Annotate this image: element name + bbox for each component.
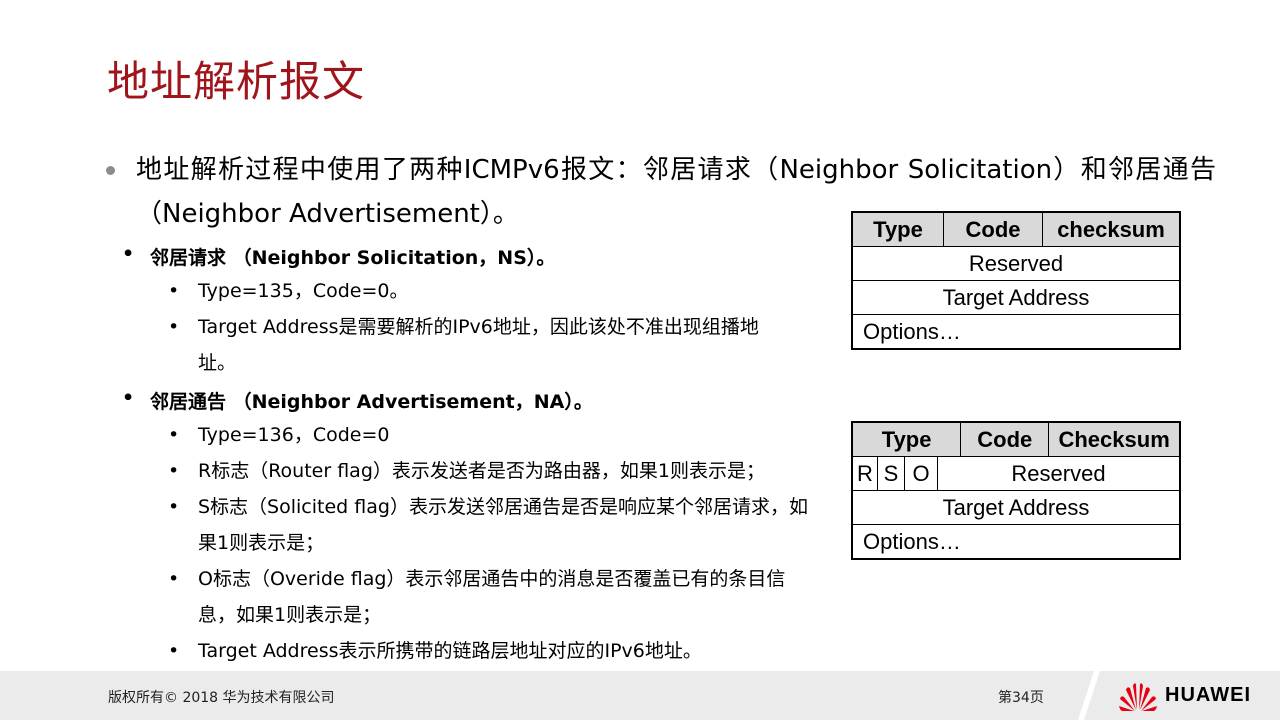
list-item-text: R标志（Router flag）表示发送者是否为路由器，如果1则表示是；: [198, 460, 765, 482]
ns-reserved-field: Reserved: [851, 246, 1181, 281]
na-checksum-field: Checksum: [1048, 421, 1181, 457]
huawei-logo-icon: [1119, 683, 1157, 711]
ns-packet-table: Type Code checksum Reserved Target Addre…: [851, 211, 1181, 350]
na-type-field: Type: [851, 421, 962, 457]
page-title: 地址解析报文: [107, 57, 366, 106]
list-item-text: S标志（Solicited flag）表示发送邻居通告是否是响应某个邻居请求，如…: [198, 496, 808, 554]
bullet-icon: •: [168, 460, 180, 482]
bullet-icon: •: [168, 496, 180, 518]
footer: 版权所有© 2018 华为技术有限公司 第34页 HUAWEI: [0, 671, 1280, 720]
bullet-icon: •: [168, 640, 180, 662]
na-options-field: Options…: [851, 524, 1181, 560]
list-item-text: O标志（Overide flag）表示邻居通告中的消息是否覆盖已有的条目信息，如…: [198, 568, 786, 626]
bullet-icon: •: [122, 387, 135, 409]
na-r-flag: R: [851, 456, 878, 491]
ns-code-field: Code: [943, 211, 1043, 247]
bullet-dot: [106, 166, 115, 175]
na-reserved-field: Reserved: [937, 456, 1181, 491]
ns-options-field: Options…: [851, 314, 1181, 350]
ns-type-field: Type: [851, 211, 944, 247]
na-s-flag: S: [877, 456, 905, 491]
bullet-icon: •: [168, 568, 180, 590]
list-item-text: Type=135，Code=0。: [198, 280, 409, 302]
bullet-icon: •: [168, 280, 180, 302]
brand-name: HUAWEI: [1165, 684, 1251, 706]
ns-target-field: Target Address: [851, 280, 1181, 315]
ns-checksum-field: checksum: [1042, 211, 1181, 247]
footer-divider: [1078, 671, 1100, 720]
list-item-text: Type=136，Code=0: [198, 424, 390, 446]
copyright-text: 版权所有© 2018 华为技术有限公司: [108, 690, 335, 706]
bullet-icon: •: [168, 316, 180, 338]
na-packet-table: Type Code Checksum R S O Reserved Target…: [851, 421, 1181, 560]
bullet-icon: •: [168, 424, 180, 446]
list-item-text: Target Address是需要解析的IPv6地址，因此该处不准出现组播地址。: [198, 316, 759, 374]
bullet-icon: •: [122, 243, 135, 265]
na-o-flag: O: [904, 456, 938, 491]
page-number: 第34页: [998, 690, 1044, 706]
na-heading: 邻居通告 （Neighbor Advertisement，NA）。: [150, 391, 593, 413]
list-item-text: Target Address表示所携带的链路层地址对应的IPv6地址。: [198, 640, 702, 662]
na-target-field: Target Address: [851, 490, 1181, 525]
intro-text: 地址解析过程中使用了两种ICMPv6报文：邻居请求（Neighbor Solic…: [136, 155, 1216, 229]
ns-heading: 邻居请求 （Neighbor Solicitation，NS）。: [150, 247, 556, 269]
na-code-field: Code: [960, 421, 1050, 457]
